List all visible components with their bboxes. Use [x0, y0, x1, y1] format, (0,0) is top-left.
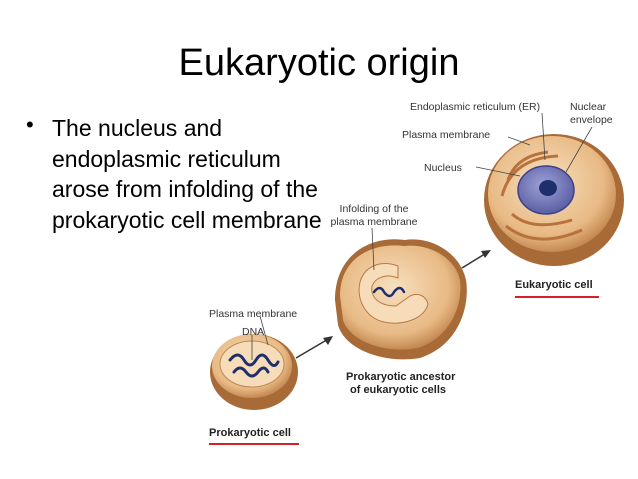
caption-ancestor-2: of eukaryotic cells — [350, 384, 446, 396]
caption-underline-eukaryotic — [515, 296, 599, 298]
label-dna: DNA — [242, 326, 265, 338]
ancestor-cell — [335, 239, 467, 360]
dna-coil — [228, 353, 280, 378]
label-nuclear-2: envelope — [570, 114, 613, 126]
bullet-marker: • — [26, 112, 34, 137]
label-nuclear-1: Nuclear — [570, 101, 607, 113]
eukaryotic-cell — [484, 134, 624, 266]
caption-ancestor-1: Prokaryotic ancestor — [346, 371, 456, 383]
caption-underline-prokaryotic — [209, 443, 299, 445]
label-infolding-2: plasma membrane — [330, 216, 418, 228]
caption-eukaryotic: Eukaryotic cell — [515, 279, 593, 291]
bullet-text: The nucleus and endoplasmic reticulum ar… — [52, 115, 322, 233]
dna-coil — [372, 286, 406, 298]
slide-title: Eukaryotic origin — [178, 42, 460, 84]
arrow-1 — [295, 337, 331, 359]
label-plasma-membrane-bottom: Plasma membrane — [209, 308, 298, 320]
label-nucleus: Nucleus — [424, 162, 462, 174]
label-er: Endoplasmic reticulum (ER) — [410, 101, 541, 113]
label-infolding-1: Infolding of the — [339, 203, 409, 215]
prokaryotic-cell — [210, 334, 298, 410]
label-plasma-membrane-top: Plasma membrane — [402, 129, 491, 141]
caption-prokaryotic: Prokaryotic cell — [209, 427, 291, 439]
